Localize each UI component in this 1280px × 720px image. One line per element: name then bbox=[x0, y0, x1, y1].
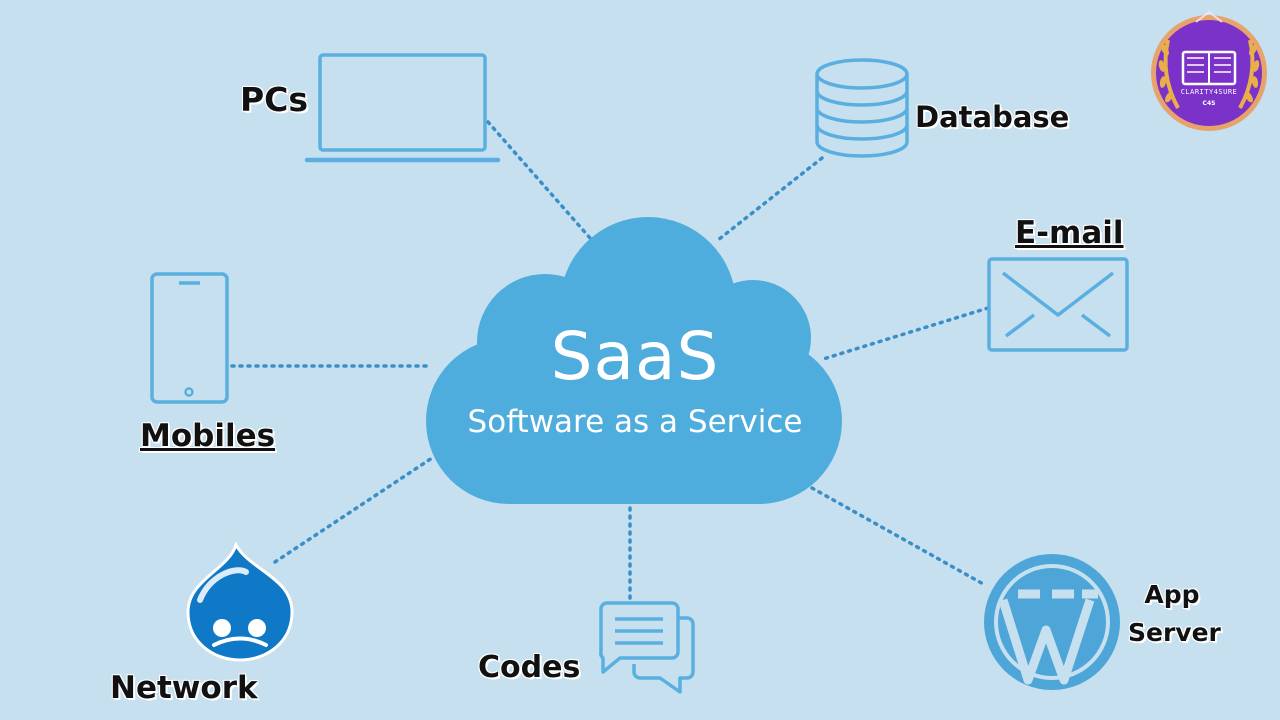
connector-app-server bbox=[810, 486, 987, 587]
connector-email bbox=[818, 306, 990, 362]
chat-bubbles-icon bbox=[599, 601, 695, 694]
wordpress-icon bbox=[984, 554, 1120, 690]
laptop-icon bbox=[304, 53, 501, 163]
connector-pcs bbox=[486, 120, 592, 240]
saas-cloud bbox=[426, 217, 842, 504]
smartphone-icon bbox=[150, 272, 229, 404]
label-codes: Codes bbox=[478, 650, 581, 685]
drupal-drop-icon bbox=[186, 541, 294, 662]
label-database: Database bbox=[915, 100, 1070, 134]
book-laurel-icon bbox=[1151, 10, 1267, 131]
badge-name: CLARITY4SURE bbox=[1180, 88, 1238, 96]
badge-short: C4S bbox=[1202, 100, 1216, 107]
cloud-subtitle: Software as a Service bbox=[467, 404, 803, 440]
label-app-server-line-1: App bbox=[1144, 580, 1200, 609]
cloud-title: SaaS bbox=[550, 318, 720, 395]
label-email: E-mail bbox=[1015, 215, 1124, 251]
envelope-icon bbox=[987, 257, 1129, 352]
label-app-server: App Server bbox=[1128, 576, 1221, 652]
label-network: Network bbox=[110, 670, 258, 706]
database-icon bbox=[815, 58, 909, 158]
connector-network bbox=[273, 456, 434, 564]
connector-database bbox=[716, 156, 824, 242]
label-mobiles: Mobiles bbox=[140, 418, 276, 454]
label-pcs: PCs bbox=[240, 80, 309, 119]
label-app-server-line-2: Server bbox=[1128, 618, 1221, 647]
